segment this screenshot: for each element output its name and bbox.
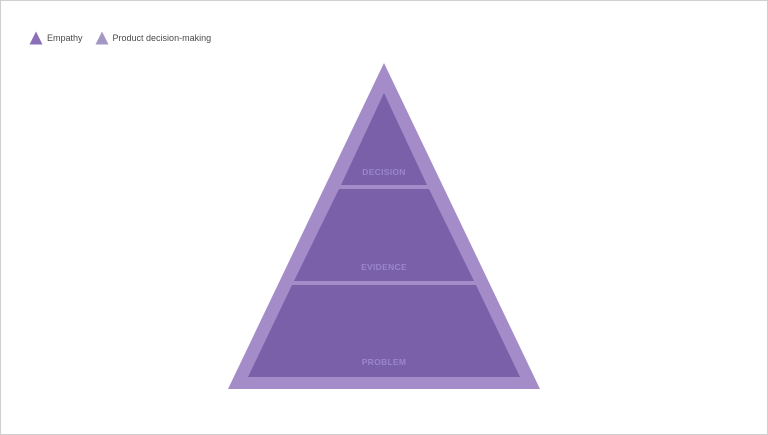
- legend-label-empathy: Empathy: [47, 33, 83, 43]
- tier-label-evidence: EVIDENCE: [361, 262, 407, 272]
- legend-item-empathy: Empathy: [29, 31, 83, 45]
- tier-label-decision: DECISION: [362, 167, 406, 177]
- tier-label-problem: PROBLEM: [362, 357, 407, 367]
- pyramid-tier-problem: [248, 285, 520, 377]
- legend: Empathy Product decision-making: [29, 31, 211, 45]
- legend-label-product-decision-making: Product decision-making: [112, 33, 212, 43]
- triangle-icon: [95, 31, 109, 45]
- pyramid-tier-evidence: [294, 189, 474, 281]
- pyramid-tier-decision: [341, 93, 427, 185]
- triangle-icon: [29, 31, 43, 45]
- legend-item-product-decision-making: Product decision-making: [95, 31, 212, 45]
